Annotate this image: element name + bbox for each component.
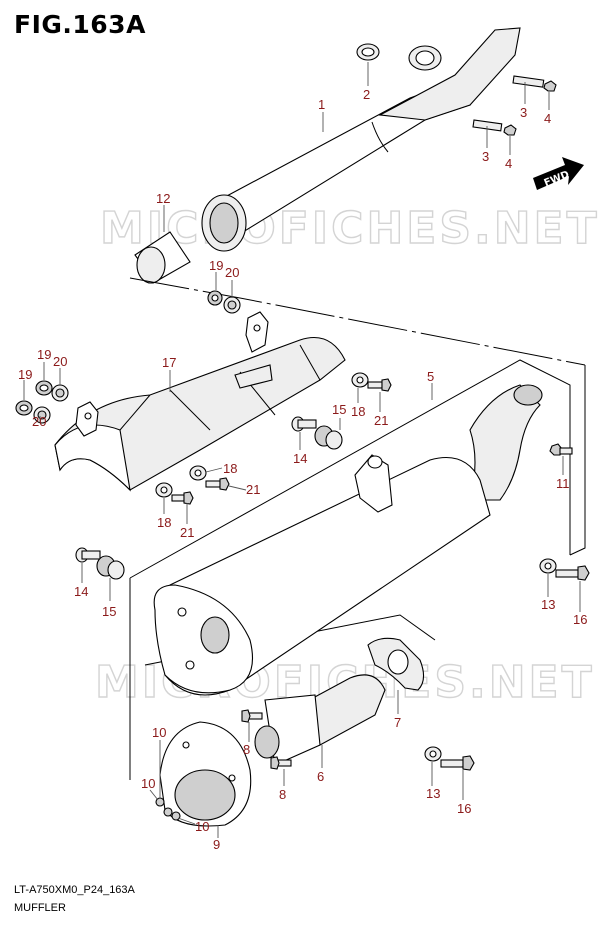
figure-title: FIG.163A	[14, 10, 146, 39]
watermark-top: MICROFICHES.NET	[100, 203, 600, 254]
callout-21-center: 21	[246, 482, 260, 497]
callout-4-upper: 4	[544, 111, 551, 126]
part-21-bolt-lower	[171, 491, 194, 505]
part-18-washer-center	[189, 465, 207, 481]
callout-19-left-lower: 19	[18, 367, 32, 382]
part-20-grommet-left-upper	[51, 384, 69, 402]
callout-18-center: 18	[223, 461, 237, 476]
part-20-grommet-left-lower	[33, 406, 51, 424]
heat-shield-bracket-left	[75, 401, 99, 437]
callout-21-right: 21	[374, 413, 388, 428]
part-12-joint-sleeve	[134, 231, 191, 284]
callout-16-lower: 16	[457, 801, 471, 816]
part-6-spark-arrester	[254, 674, 386, 766]
callout-20-top: 20	[225, 265, 239, 280]
part-19-washer-left-lower	[15, 400, 33, 416]
callout-5: 5	[427, 369, 434, 384]
callout-10-top: 10	[152, 725, 166, 740]
callout-15-upper: 15	[332, 402, 346, 417]
callout-8-lower: 8	[279, 787, 286, 802]
part-5-muffler	[153, 384, 543, 696]
callout-15-lower: 15	[102, 604, 116, 619]
part-4-nut-lower	[503, 124, 517, 136]
callout-20-left-lower: 20	[32, 414, 46, 429]
part-17-heat-shield	[54, 336, 346, 492]
part-3-stud-upper	[512, 75, 545, 88]
callout-14-lower: 14	[74, 584, 88, 599]
part-14-bolt-lower	[75, 547, 101, 563]
callout-7: 7	[394, 715, 401, 730]
callout-14-upper: 14	[293, 451, 307, 466]
part-13-washer-upper	[539, 558, 557, 574]
callout-9: 9	[213, 837, 220, 852]
part-19-washer-left-upper	[35, 380, 53, 396]
part-2-gasket	[356, 43, 380, 61]
callout-2: 2	[363, 87, 370, 102]
callout-11: 11	[556, 476, 570, 491]
callout-3-lower: 3	[482, 149, 489, 164]
part-19-washer-top	[207, 290, 223, 306]
part-21-bolt-center	[205, 477, 230, 491]
part-18-washer-lower	[155, 482, 173, 498]
part-4-nut-upper	[543, 80, 557, 92]
callout-16-upper: 16	[573, 612, 587, 627]
callout-18-right: 18	[351, 404, 365, 419]
diagram-caption: MUFFLER	[14, 902, 66, 914]
part-16-bolt-lower	[440, 755, 475, 771]
part-13-washer-lower	[424, 746, 442, 762]
callout-3-upper: 3	[520, 105, 527, 120]
part-8-screw-lower	[270, 756, 292, 770]
part-11-bolt	[549, 443, 573, 456]
callout-21-lower: 21	[180, 525, 194, 540]
part-10-screw-b	[163, 807, 173, 817]
callout-20-left-upper: 20	[53, 354, 67, 369]
callout-18-lower: 18	[157, 515, 171, 530]
part-7-gasket	[367, 637, 425, 691]
part-15-cushion-upper	[314, 425, 343, 450]
callout-4-lower: 4	[505, 156, 512, 171]
callout-8-upper: 8	[243, 742, 250, 757]
callout-13-lower: 13	[426, 786, 440, 801]
part-10-screw-c	[171, 811, 181, 821]
part-21-bolt-right	[367, 378, 392, 392]
callout-numbers: 1 2 3 4 3 4 12 19 20 5 17 19 20 19 20 18…	[18, 87, 587, 852]
leader-lines	[23, 62, 581, 838]
callout-12: 12	[156, 191, 170, 206]
callout-19-top: 19	[209, 258, 223, 273]
callout-1: 1	[318, 97, 325, 112]
part-8-screw-upper	[241, 709, 263, 723]
part-16-bolt-upper	[555, 565, 590, 581]
callout-17: 17	[162, 355, 176, 370]
callout-10-left: 10	[141, 776, 155, 791]
part-18-washer-right	[351, 372, 369, 388]
diagram-code: LT-A750XM0_P24_163A	[14, 884, 135, 896]
callout-10-right: 10	[195, 819, 209, 834]
callout-13-upper: 13	[541, 597, 555, 612]
part-20-grommet-top	[223, 296, 241, 314]
callout-19-left-upper: 19	[37, 347, 51, 362]
heat-shield-bracket-top	[245, 311, 269, 353]
part-15-cushion-lower	[96, 555, 125, 580]
callout-6: 6	[317, 769, 324, 784]
part-1-exhaust-pipe	[201, 27, 521, 252]
fwd-arrow-icon: FWD	[533, 157, 584, 190]
part-14-bolt-upper	[291, 416, 317, 432]
part-9-end-cap	[159, 721, 252, 827]
